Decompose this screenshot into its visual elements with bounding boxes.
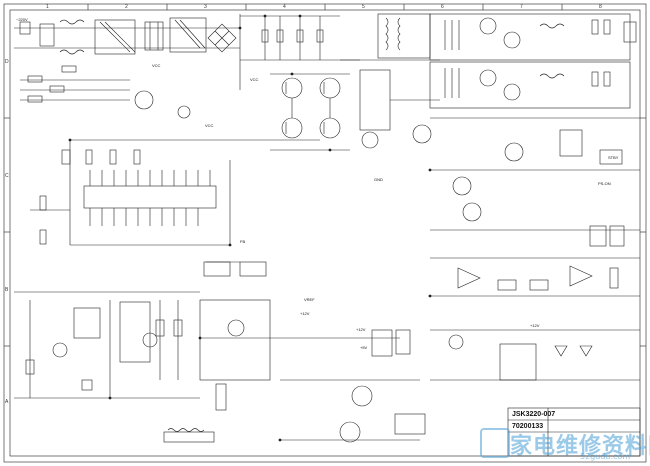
- row-label-b: B: [5, 287, 9, 293]
- column-label-8: 8: [599, 4, 602, 10]
- optocoupler-1: [203, 261, 231, 277]
- label-gnd: GND: [374, 177, 383, 182]
- label-5v: +5V: [360, 345, 368, 350]
- row-label-d: D: [5, 59, 9, 65]
- sheet-inner-border: [9, 9, 641, 457]
- label-vcc-a: VCC: [250, 77, 259, 82]
- bottom-right-block: [430, 329, 641, 457]
- regulator-block: [430, 117, 640, 297]
- label-stby: STBY: [608, 155, 619, 160]
- opamp-2: [569, 265, 593, 287]
- main-transformer-block: [377, 13, 637, 109]
- column-label-6: 6: [441, 4, 444, 10]
- label-vcc-c: VCC: [152, 63, 161, 68]
- column-label-3: 3: [204, 4, 207, 10]
- sheet-border: [3, 3, 647, 463]
- label-12v-a: +12V: [300, 311, 310, 316]
- pwm-ic: [83, 185, 217, 209]
- column-label-1: 1: [46, 4, 49, 10]
- output-stage-block: [163, 299, 426, 443]
- label-12v-c: +12V: [530, 323, 540, 328]
- row-label-a: A: [5, 399, 9, 405]
- column-label-2: 2: [125, 4, 128, 10]
- watermark-url: 52gudu.com: [580, 452, 631, 461]
- row-label-c: C: [5, 173, 9, 179]
- half-bridge-block: [270, 59, 440, 151]
- title-part-number: 70200133: [512, 423, 544, 430]
- label-12v-b: +12V: [356, 327, 366, 332]
- label-ps-on: PS-ON: [598, 181, 611, 186]
- label-vref: VREF: [304, 297, 315, 302]
- column-label-5: 5: [362, 4, 365, 10]
- label-fb: FB: [240, 239, 246, 244]
- watermark-logo-icon: [480, 428, 510, 458]
- optocoupler-2: [239, 261, 267, 277]
- watermark-text: 家电维修资料网: [510, 434, 650, 459]
- opamp-1: [457, 267, 481, 289]
- column-label-4: 4: [283, 4, 286, 10]
- title-model-number: JSK3220-007: [512, 411, 556, 418]
- aux-supply-block: [14, 291, 200, 399]
- pwm-controller-block: [20, 65, 320, 277]
- emi-filter-block: [14, 14, 360, 90]
- label-input: ~220V: [16, 17, 28, 22]
- bridge-rectifier: [207, 23, 237, 53]
- label-vcc-b: VCC: [205, 123, 214, 128]
- column-label-7: 7: [520, 4, 523, 10]
